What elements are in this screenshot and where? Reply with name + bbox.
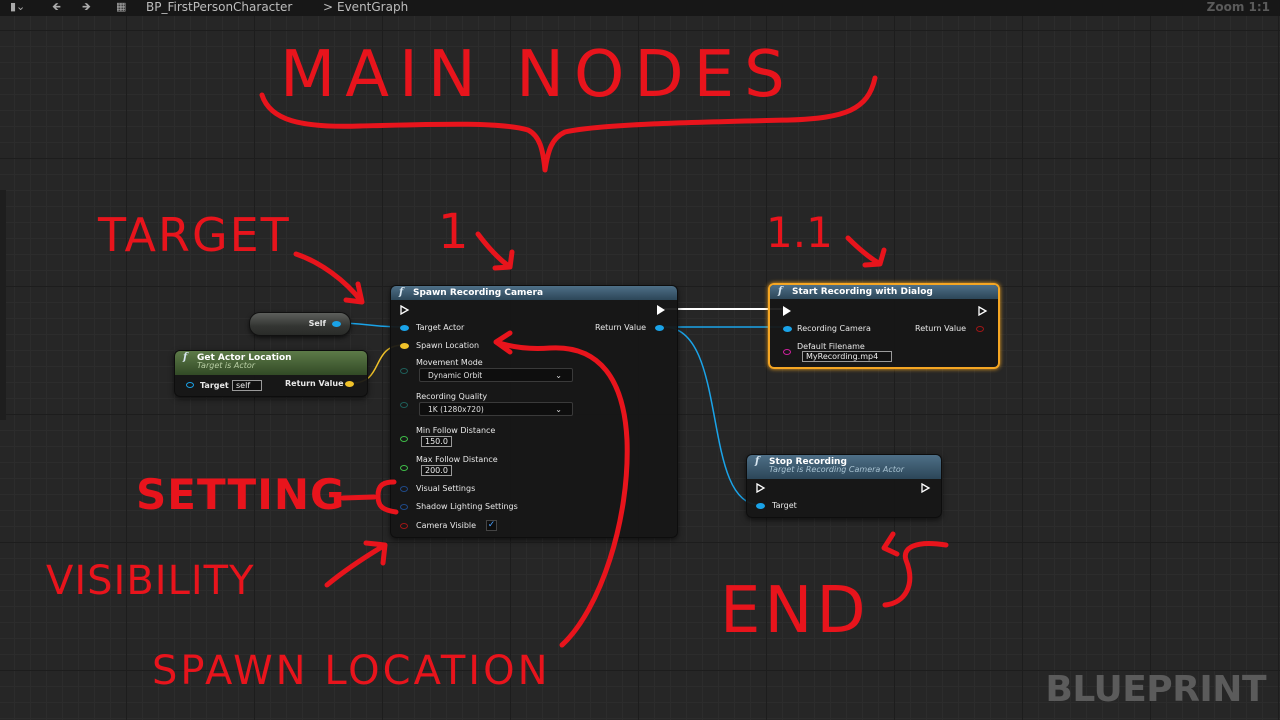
function-icon: f — [183, 352, 188, 363]
target-input-pin[interactable] — [186, 382, 194, 388]
visual-settings-pin[interactable] — [400, 486, 408, 492]
node-header: f Start Recording with Dialog — [770, 285, 998, 299]
recording-quality-label: Recording Quality — [416, 392, 488, 401]
breadcrumb-separator: > — [323, 0, 334, 14]
end-arrow — [881, 531, 949, 608]
visual-settings-label: Visual Settings — [416, 484, 476, 493]
max-follow-distance-label: Max Follow Distance — [416, 455, 498, 464]
back-arrow-icon[interactable]: 🡸 — [52, 0, 61, 13]
checkmark-icon: ✓ — [487, 520, 496, 530]
recording-quality-pin[interactable] — [400, 402, 408, 408]
camera-visible-label: Camera Visible — [416, 521, 477, 530]
graph-toolbar: ▮⌄ 🡸 🡺 ▦ BP_FirstPersonCharacter > Event… — [0, 0, 1280, 16]
min-follow-distance-field[interactable]: 150.0 — [421, 436, 452, 447]
default-filename-field[interactable]: MyRecording.mp4 — [802, 351, 892, 362]
node-subtitle: Target is Actor — [197, 361, 256, 370]
target-label: Target — [772, 501, 797, 510]
movement-mode-value: Dynamic Orbit — [428, 371, 483, 380]
recording-quality-dropdown[interactable]: 1K (1280x720) ⌄ — [419, 402, 573, 416]
recording-quality-value: 1K (1280x720) — [428, 405, 484, 414]
return-value-label: Return Value — [915, 324, 967, 333]
setting-annotation: SETTING — [136, 470, 346, 519]
bookmark-icon[interactable]: ▮⌄ — [10, 0, 26, 13]
return-value-label: Return Value — [285, 379, 344, 388]
spawn-location-pin[interactable] — [400, 343, 409, 349]
target-label: Target — [200, 381, 229, 390]
max-follow-distance-pin[interactable] — [400, 465, 408, 471]
node-title: Start Recording with Dialog — [792, 287, 933, 297]
node-title: Stop Recording — [769, 457, 847, 467]
spawn-location-annotation: SPAWN LOCATION — [152, 648, 551, 694]
exec-output-icon[interactable] — [921, 483, 931, 493]
node-header: f Stop Recording Target is Recording Cam… — [747, 455, 941, 479]
chevron-down-icon: ⌄ — [555, 371, 562, 380]
self-output-pin[interactable] — [332, 321, 341, 327]
node-subtitle: Target is Recording Camera Actor — [769, 465, 905, 474]
recording-camera-label: Recording Camera — [797, 324, 871, 333]
step-1-1-annotation: 1.1 — [766, 208, 833, 257]
target-pin[interactable] — [756, 503, 765, 509]
node-header: f Get Actor Location Target is Actor — [175, 351, 367, 375]
chevron-down-icon: ⌄ — [555, 405, 562, 414]
target-value-field[interactable]: self — [232, 380, 262, 391]
main-nodes-annotation: MAIN NODES — [280, 38, 795, 112]
setting-bracket — [340, 479, 399, 515]
target-actor-pin[interactable] — [400, 325, 409, 331]
return-value-label: Return Value — [595, 323, 647, 332]
get-actor-location-node[interactable]: f Get Actor Location Target is Actor Tar… — [174, 350, 368, 397]
default-filename-label: Default Filename — [797, 342, 865, 351]
step-1-1-arrow — [845, 235, 887, 268]
movement-mode-label: Movement Mode — [416, 358, 483, 367]
breadcrumb-blueprint[interactable]: BP_FirstPersonCharacter — [146, 0, 293, 14]
exec-input-icon[interactable] — [400, 305, 410, 315]
target-actor-label: Target Actor — [416, 323, 465, 332]
self-reference-node[interactable]: Self — [249, 312, 351, 336]
return-value-pin[interactable] — [976, 326, 984, 332]
spawn-recording-camera-node[interactable]: f Spawn Recording Camera Target Actor Re… — [390, 285, 678, 538]
start-recording-with-dialog-node[interactable]: f Start Recording with Dialog Recording … — [768, 283, 1000, 369]
min-follow-distance-label: Min Follow Distance — [416, 426, 496, 435]
max-follow-distance-field[interactable]: 200.0 — [421, 465, 452, 476]
graph-edge-strip — [0, 190, 6, 420]
movement-mode-pin[interactable] — [400, 368, 408, 374]
visibility-arrow — [324, 540, 388, 588]
function-icon: f — [399, 287, 404, 298]
camera-visible-checkbox[interactable]: ✓ — [486, 520, 497, 531]
visibility-annotation: VISIBILITY — [46, 558, 255, 604]
blueprint-watermark: BLUEPRINT — [1045, 669, 1266, 710]
default-filename-pin[interactable] — [783, 349, 791, 355]
target-arrow — [293, 251, 365, 305]
forward-arrow-icon[interactable]: 🡺 — [82, 0, 91, 13]
self-label: Self — [308, 319, 326, 328]
movement-mode-dropdown[interactable]: Dynamic Orbit ⌄ — [419, 368, 573, 382]
step-1-arrow — [475, 231, 515, 271]
min-follow-distance-pin[interactable] — [400, 436, 408, 442]
spawn-location-label: Spawn Location — [416, 341, 480, 350]
camera-visible-pin[interactable] — [400, 523, 408, 529]
step-1-annotation: 1 — [438, 204, 469, 260]
stop-recording-node[interactable]: f Stop Recording Target is Recording Cam… — [746, 454, 942, 518]
exec-output-icon[interactable] — [978, 306, 988, 316]
target-annotation: TARGET — [98, 208, 291, 262]
node-title: Get Actor Location — [197, 353, 292, 363]
breadcrumb-graph[interactable]: EventGraph — [337, 0, 409, 14]
end-annotation: END — [720, 574, 870, 648]
graph-hierarchy-icon[interactable]: ▦ — [116, 0, 127, 13]
node-title: Spawn Recording Camera — [413, 288, 544, 298]
recording-camera-pin[interactable] — [783, 326, 792, 332]
exec-input-icon[interactable] — [783, 306, 791, 316]
return-value-pin[interactable] — [655, 325, 664, 331]
function-icon: f — [755, 456, 760, 467]
exec-output-icon[interactable] — [657, 305, 665, 315]
shadow-lighting-settings-pin[interactable] — [400, 504, 408, 510]
zoom-level: Zoom 1:1 — [1206, 0, 1270, 14]
shadow-lighting-settings-label: Shadow Lighting Settings — [416, 502, 518, 511]
exec-input-icon[interactable] — [756, 483, 766, 493]
node-header: f Spawn Recording Camera — [391, 286, 677, 300]
function-icon: f — [778, 286, 783, 297]
return-value-pin[interactable] — [345, 381, 354, 387]
